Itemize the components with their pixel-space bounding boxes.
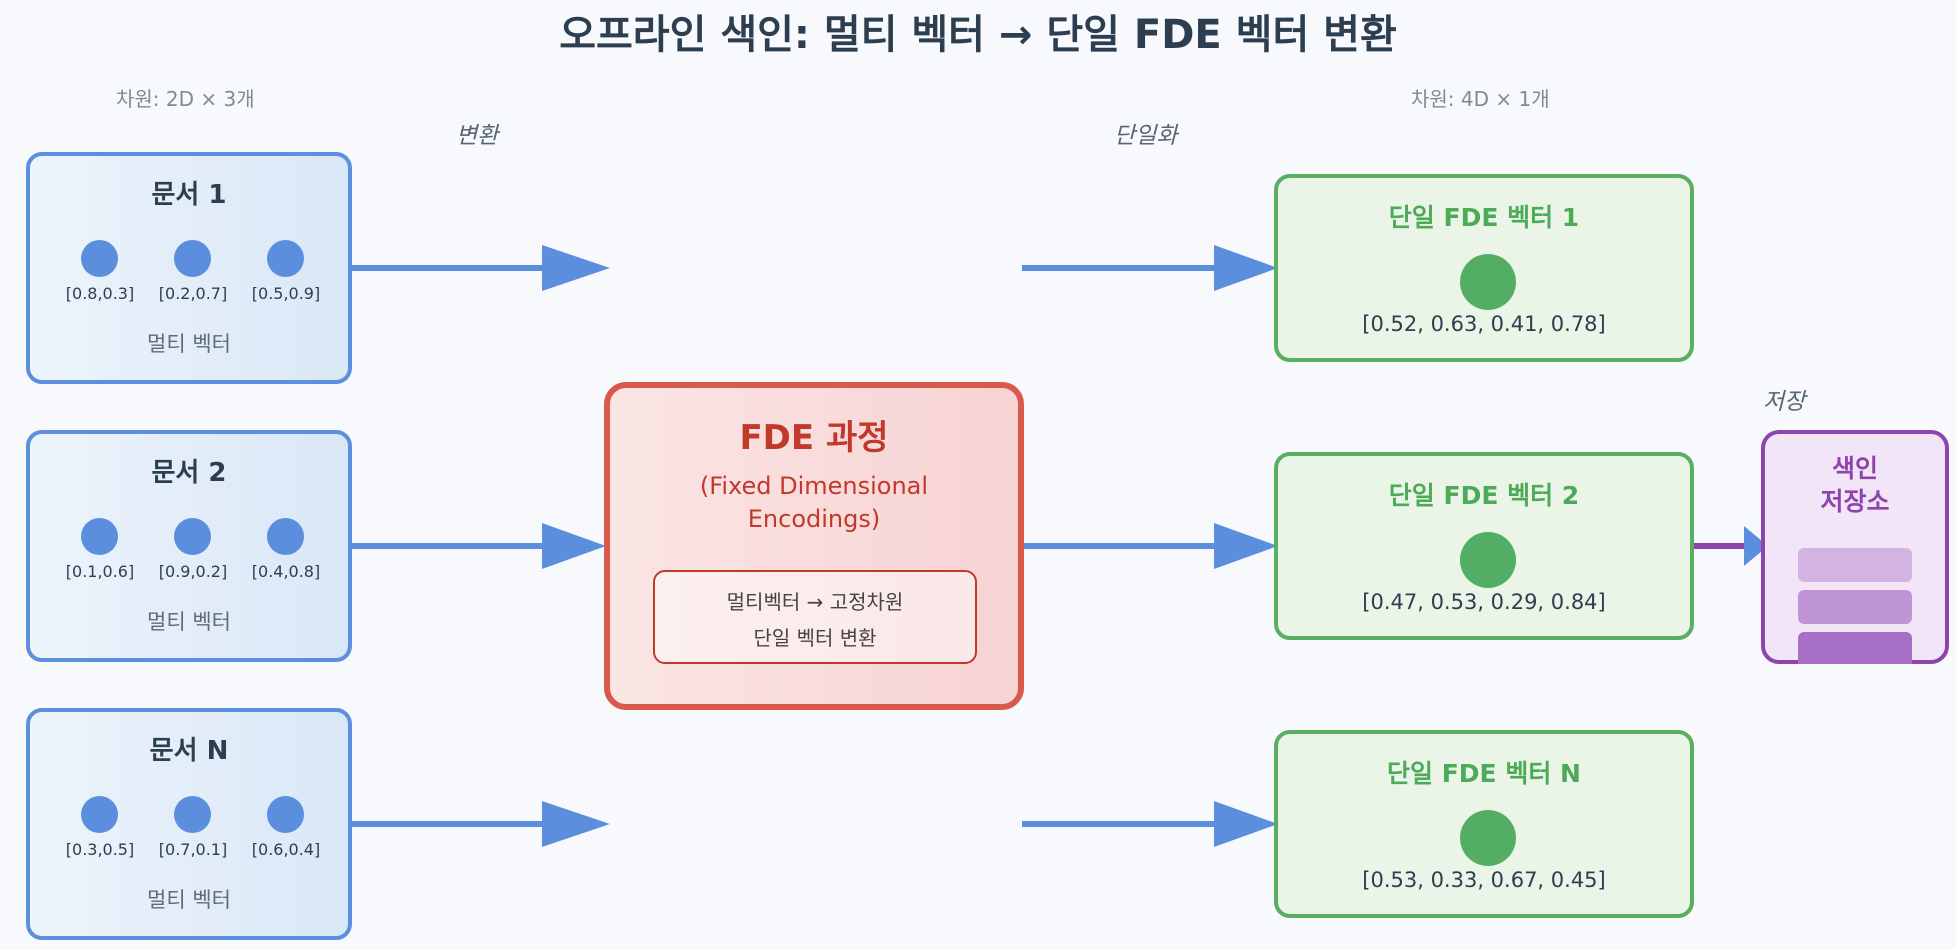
fde-subtitle: (Fixed Dimensional Encodings): [610, 470, 1018, 536]
vector-label: [0.2,0.7]: [158, 284, 228, 303]
diagram-title: 오프라인 색인: 멀티 벡터 → 단일 FDE 벡터 변환: [559, 12, 1397, 58]
fde-to-vector2-arrow: [1024, 523, 1278, 569]
index-store-box: 색인 저장소: [1761, 430, 1949, 664]
docN-to-fde-arrow: [352, 801, 610, 847]
database-layer-icon: [1798, 632, 1912, 664]
vector-label: [0.6,0.4]: [251, 840, 321, 859]
index-store-title-line1: 색인: [1831, 454, 1878, 483]
database-layer-icon: [1798, 590, 1912, 624]
vector-dot: [81, 518, 118, 555]
vector-label: [0.8,0.3]: [65, 284, 135, 303]
fde-to-vectorN-arrow: [1022, 801, 1278, 847]
fde-description-line2: 단일 벡터 변환: [753, 626, 877, 650]
left-dimension-caption: 차원: 2D × 3개: [116, 87, 255, 111]
fde-vector-values: [0.47, 0.53, 0.29, 0.84]: [1362, 590, 1606, 614]
right-dimension-caption: 차원: 4D × 1개: [1411, 87, 1550, 111]
vector-label: [0.7,0.1]: [158, 840, 228, 859]
vector-dot: [267, 240, 304, 277]
document-box-2: 문서 2 [0.1,0.6] [0.9,0.2] [0.4,0.8] 멀티 벡터: [26, 430, 352, 662]
vector-label: [0.9,0.2]: [158, 562, 228, 581]
vector-label: [0.3,0.5]: [65, 840, 135, 859]
vector2-to-store-arrow: [1694, 526, 1768, 566]
vector-label: [0.1,0.6]: [65, 562, 135, 581]
vector-dot: [267, 518, 304, 555]
doc1-to-fde-arrow: [352, 245, 610, 291]
fde-title: FDE 과정: [739, 418, 889, 458]
vector-dot: [174, 796, 211, 833]
fde-vector-box-1: 단일 FDE 벡터 1 [0.52, 0.63, 0.41, 0.78]: [1274, 174, 1694, 362]
fde-description-line1: 멀티벡터 → 고정차원: [726, 590, 904, 614]
vector-dot: [267, 796, 304, 833]
fde-vector-dot: [1460, 254, 1516, 310]
fde-vector-box-2: 단일 FDE 벡터 2 [0.47, 0.53, 0.29, 0.84]: [1274, 452, 1694, 640]
store-label: 저장: [1763, 389, 1806, 415]
fde-vector-values: [0.53, 0.33, 0.67, 0.45]: [1362, 868, 1606, 892]
multi-vector-caption: 멀티 벡터: [147, 610, 231, 634]
document-title: 문서 N: [149, 736, 229, 766]
document-box-1: 문서 1 [0.8,0.3] [0.2,0.7] [0.5,0.9] 멀티 벡터: [26, 152, 352, 384]
index-store-title-line2: 저장소: [1820, 487, 1890, 516]
fde-vector-title: 단일 FDE 벡터 N: [1387, 759, 1581, 788]
fde-vector-values: [0.52, 0.63, 0.41, 0.78]: [1362, 312, 1606, 336]
vector-dot: [81, 796, 118, 833]
vector-dot: [174, 240, 211, 277]
multi-vector-caption: 멀티 벡터: [147, 332, 231, 356]
fde-to-vector1-arrow: [1022, 245, 1278, 291]
vector-label: [0.4,0.8]: [251, 562, 321, 581]
fde-vector-dot: [1460, 810, 1516, 866]
fde-description-box: 멀티벡터 → 고정차원 단일 벡터 변환: [653, 570, 977, 664]
database-layer-icon: [1798, 548, 1912, 582]
fde-subtitle-line1: (Fixed Dimensional: [699, 472, 929, 500]
vector-dot: [81, 240, 118, 277]
vector-dot: [174, 518, 211, 555]
vector-label: [0.5,0.9]: [251, 284, 321, 303]
fde-vector-box-n: 단일 FDE 벡터 N [0.53, 0.33, 0.67, 0.45]: [1274, 730, 1694, 918]
fde-subtitle-line2: Encodings): [747, 505, 881, 533]
document-title: 문서 1: [151, 180, 227, 210]
document-title: 문서 2: [151, 458, 227, 488]
transform-label: 변환: [456, 123, 499, 149]
singularize-label: 단일화: [1114, 123, 1178, 149]
fde-vector-title: 단일 FDE 벡터 1: [1388, 203, 1580, 232]
multi-vector-caption: 멀티 벡터: [147, 888, 231, 912]
fde-vector-title: 단일 FDE 벡터 2: [1388, 481, 1580, 510]
fde-vector-dot: [1460, 532, 1516, 588]
fde-process-box: FDE 과정 (Fixed Dimensional Encodings) 멀티벡…: [604, 382, 1024, 710]
document-box-n: 문서 N [0.3,0.5] [0.7,0.1] [0.6,0.4] 멀티 벡터: [26, 708, 352, 940]
doc2-to-fde-arrow: [352, 523, 606, 569]
index-store-title: 색인 저장소: [1765, 452, 1945, 518]
